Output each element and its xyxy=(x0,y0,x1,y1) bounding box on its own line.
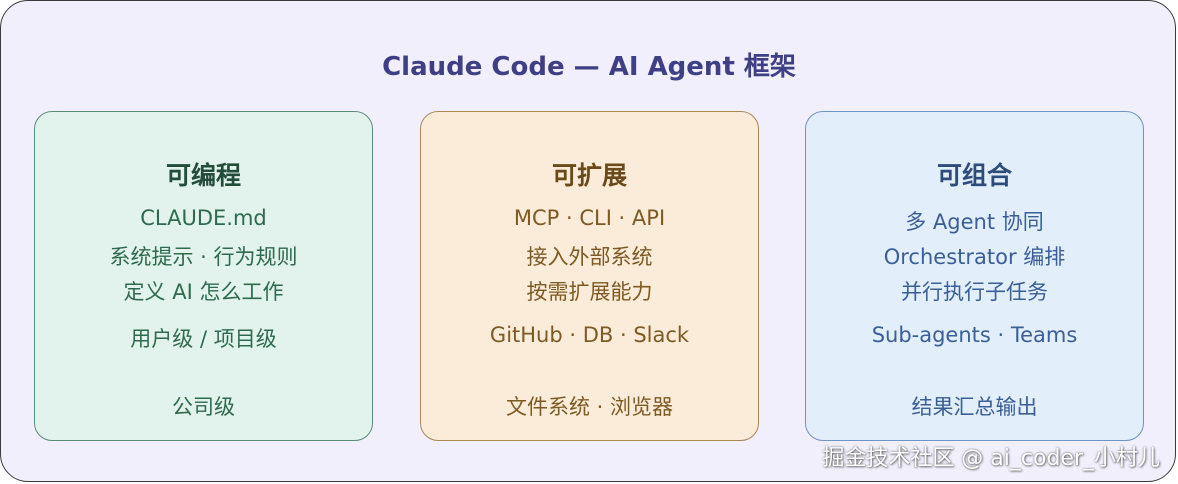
card-line: 多 Agent 协同 xyxy=(905,210,1044,234)
card-line: MCP · CLI · API xyxy=(513,206,666,230)
card-line: CLAUDE.md xyxy=(140,206,267,230)
card-line: Orchestrator 编排 xyxy=(883,245,1066,269)
watermark-text: 掘金技术社区 @ ai_coder_小村儿 xyxy=(822,446,1160,471)
card-programmable: 可编程 CLAUDE.md 系统提示 · 行为规则 定义 AI 怎么工作 用户级… xyxy=(34,111,373,441)
diagram-title: Claude Code — AI Agent 框架 xyxy=(382,52,796,82)
card-line: 文件系统 · 浏览器 xyxy=(505,395,674,419)
card-line: 结果汇总输出 xyxy=(911,395,1038,419)
card-heading: 可组合 xyxy=(936,161,1012,190)
card-heading: 可扩展 xyxy=(551,161,627,190)
card-line: 公司级 xyxy=(172,395,235,419)
card-line: Sub-agents · Teams xyxy=(871,323,1078,347)
card-line: GitHub · DB · Slack xyxy=(489,323,690,347)
card-line: 用户级 / 项目级 xyxy=(130,327,277,351)
card-composable: 可组合 多 Agent 协同 Orchestrator 编排 并行执行子任务 S… xyxy=(805,111,1144,441)
card-line: 并行执行子任务 xyxy=(901,280,1048,304)
card-line: 接入外部系统 xyxy=(526,245,653,269)
card-line: 按需扩展能力 xyxy=(526,280,653,304)
card-line: 定义 AI 怎么工作 xyxy=(123,280,284,304)
card-extensible: 可扩展 MCP · CLI · API 接入外部系统 按需扩展能力 GitHub… xyxy=(420,111,759,441)
card-heading: 可编程 xyxy=(165,161,241,190)
card-line: 系统提示 · 行为规则 xyxy=(109,245,298,269)
